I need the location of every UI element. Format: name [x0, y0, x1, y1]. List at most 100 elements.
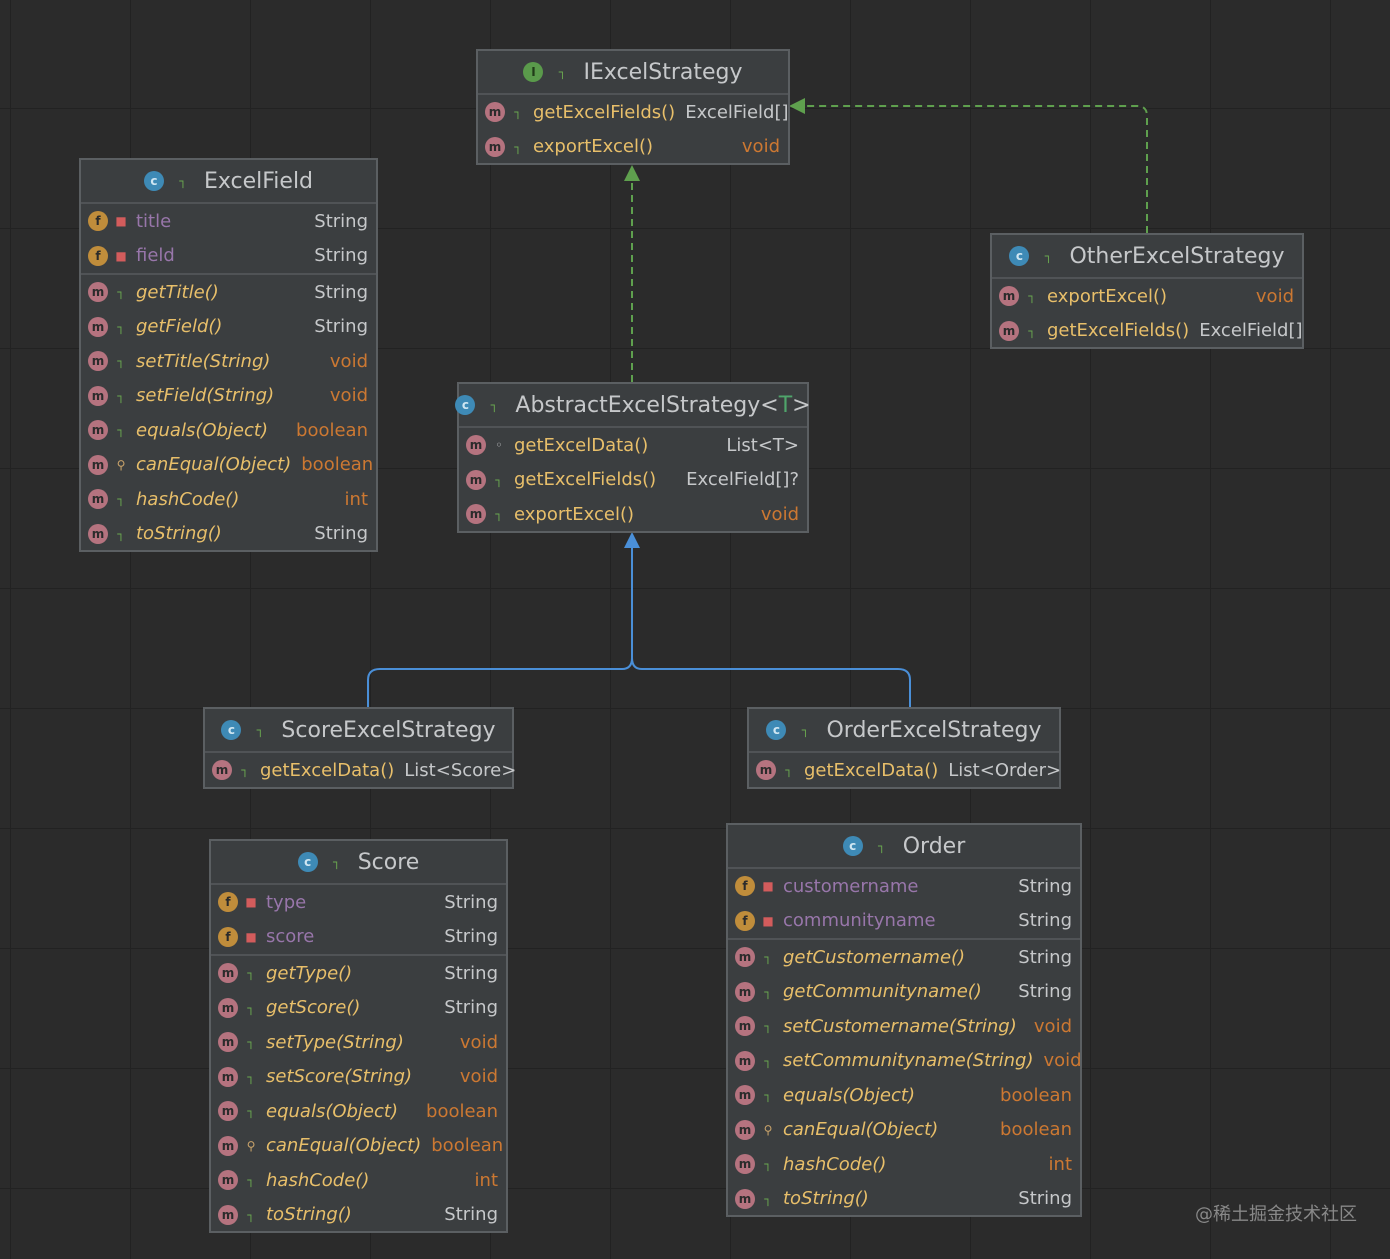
class-box-abstractexcelstrategy[interactable]: c┐AbstractExcelStrategy<T>m◦getExcelData…	[455, 382, 811, 533]
class-title: ScoreExcelStrategy	[281, 718, 495, 743]
public-icon: ┐	[764, 1088, 772, 1103]
member-type: ExcelField[]?	[686, 469, 799, 491]
member-name: canEqual(Object)	[136, 454, 292, 476]
method-row[interactable]: m┐toString()String	[728, 1182, 1080, 1217]
class-kind-icon: c	[842, 836, 863, 856]
method-icon: m	[88, 454, 108, 475]
method-row[interactable]: m┐getTitle()String	[81, 275, 376, 310]
member-type: String	[1018, 981, 1072, 1003]
member-name: setScore(String)	[266, 1066, 413, 1088]
public-icon: ┐	[117, 285, 125, 300]
generalization-score-strategy	[367, 532, 640, 707]
member-name: getExcelFields()	[514, 469, 657, 491]
method-row[interactable]: m┐setType(String)void	[211, 1025, 506, 1060]
watermark: @稀土掘金技术社区	[1195, 1204, 1357, 1225]
member-type: String	[314, 316, 368, 338]
method-row[interactable]: m┐getExcelFields()ExcelField[]?	[459, 463, 807, 498]
method-icon: m	[88, 385, 108, 406]
method-row[interactable]: m┐setScore(String)void	[211, 1060, 506, 1095]
class-name: ExcelField	[203, 168, 314, 194]
method-row[interactable]: m┐setCommunityname(String)void	[728, 1044, 1082, 1079]
interface-kind-icon: I	[523, 62, 544, 82]
member-name: getExcelFields()	[533, 101, 676, 123]
method-icon: m	[735, 1154, 755, 1175]
member-type: String	[444, 1204, 498, 1226]
method-row[interactable]: m┐equals(Object)boolean	[81, 413, 376, 448]
class-name: Score	[357, 849, 420, 875]
class-kind-icon: c	[766, 720, 787, 740]
method-row[interactable]: m┐hashCode()int	[81, 482, 376, 517]
method-row[interactable]: m┐exportExcel()void	[459, 497, 807, 532]
methods-section: m┐getExcelFields()ExcelField[]m┐exportEx…	[478, 95, 789, 165]
member-type: boolean	[1000, 1119, 1072, 1141]
method-row[interactable]: m⚲canEqual(Object)boolean	[211, 1129, 506, 1164]
method-row[interactable]: m┐exportExcel()void	[478, 130, 788, 165]
member-name: toString()	[266, 1204, 352, 1226]
method-row[interactable]: m◦getExcelData()List<T>	[459, 428, 807, 463]
class-title: OrderExcelStrategy	[826, 718, 1041, 743]
member-type: boolean	[296, 419, 368, 441]
type-param-close: >	[792, 392, 811, 418]
method-row[interactable]: m┐getExcelData()List<Score>	[205, 753, 516, 788]
method-row[interactable]: m┐getExcelData()List<Order>	[749, 753, 1062, 788]
method-row[interactable]: m┐hashCode()int	[728, 1147, 1080, 1182]
member-type: List<Order>	[948, 759, 1062, 781]
member-name: field	[136, 245, 175, 267]
member-type: String	[314, 281, 368, 303]
method-icon: m	[88, 420, 108, 441]
method-row[interactable]: m┐getCommunityname()String	[728, 975, 1080, 1010]
method-row[interactable]: m┐getField()String	[81, 310, 376, 345]
method-row[interactable]: m┐equals(Object)boolean	[728, 1078, 1080, 1113]
method-icon: m	[999, 286, 1019, 307]
method-row[interactable]: m┐getCustomername()String	[728, 940, 1080, 975]
method-row[interactable]: m┐getScore()String	[211, 991, 506, 1026]
method-row[interactable]: m┐equals(Object)boolean	[211, 1094, 506, 1129]
member-name: toString()	[136, 523, 222, 545]
class-name: OrderExcelStrategy	[826, 717, 1042, 743]
class-name: ScoreExcelStrategy	[281, 717, 496, 743]
method-row[interactable]: m┐toString()String	[211, 1198, 506, 1233]
member-name: getCustomername()	[783, 946, 966, 968]
method-row[interactable]: m┐setCustomername(String)void	[728, 1009, 1080, 1044]
member-name: getExcelData()	[260, 759, 395, 781]
method-row[interactable]: m⚲canEqual(Object)boolean	[81, 448, 376, 483]
method-icon: m	[218, 963, 238, 984]
private-lock-icon: ■	[762, 879, 774, 894]
method-row[interactable]: m┐getType()String	[211, 956, 506, 991]
method-icon: m	[218, 1032, 238, 1053]
member-type: void	[1043, 1050, 1082, 1072]
public-icon: ┐	[514, 105, 522, 120]
method-row[interactable]: m⚲canEqual(Object)boolean	[728, 1113, 1080, 1148]
method-row[interactable]: m┐setField(String)void	[81, 379, 376, 414]
method-row[interactable]: m┐exportExcel()void	[992, 279, 1302, 314]
class-header: c┐OrderExcelStrategy	[749, 709, 1059, 753]
method-icon: m	[735, 1188, 755, 1209]
method-row[interactable]: m┐getExcelFields()ExcelField[]	[478, 95, 789, 130]
method-row[interactable]: m┐getExcelFields()ExcelField[]	[992, 314, 1303, 349]
private-lock-icon: ■	[115, 248, 127, 263]
member-type: boolean	[301, 454, 374, 476]
method-row[interactable]: m┐toString()String	[81, 517, 376, 552]
method-row[interactable]: m┐setTitle(String)void	[81, 344, 376, 379]
public-icon: ┐	[117, 354, 125, 369]
member-type: List<T>	[726, 434, 799, 456]
method-row[interactable]: m┐hashCode()int	[211, 1163, 506, 1198]
